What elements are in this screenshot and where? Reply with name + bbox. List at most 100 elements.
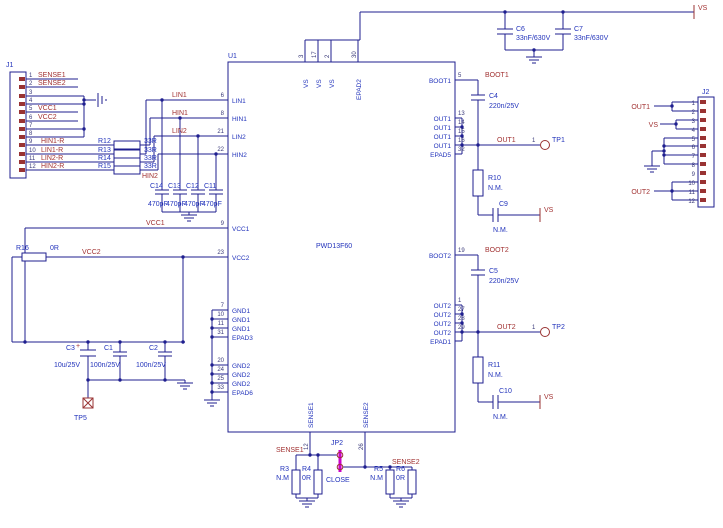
pin-number-hin1: 8 xyxy=(221,111,225,117)
value-c1: 100n/25V xyxy=(90,362,120,369)
pin-number-epad5: 32 xyxy=(458,147,465,153)
refdes-tp1: TP1 xyxy=(552,137,565,144)
net-label-vcc1-j1: VCC1 xyxy=(38,105,57,112)
j2-pin-2: 2 xyxy=(692,110,696,116)
pin-name-lin1: LIN1 xyxy=(232,98,246,105)
j1-pin-6: 6 xyxy=(29,115,33,121)
pin-name-gnd2-b: GND2 xyxy=(232,372,250,379)
net-label-sense2-j1: SENSE2 xyxy=(38,80,66,87)
pin-number-out1-c: 15 xyxy=(458,129,465,135)
tp5-pad xyxy=(82,397,94,409)
pin-name-out2-a: OUT2 xyxy=(434,303,452,310)
j1-pin-3: 3 xyxy=(29,90,33,96)
pin-name-sense2: SENSE2 xyxy=(363,402,370,428)
value-c14: 470pF xyxy=(148,201,168,208)
net-label-lin2r: LIN2-R xyxy=(41,155,63,162)
value-c12: 470pF xyxy=(184,201,204,208)
refdes-c14: C14 xyxy=(150,183,163,190)
pin-number-gnd2-b: 24 xyxy=(217,367,224,373)
refdes-r12: R12 xyxy=(98,138,111,145)
jp2-pad-1 xyxy=(336,451,344,459)
j1-pin-11: 11 xyxy=(29,156,36,162)
pin-name-gnd1-b: GND1 xyxy=(232,317,250,324)
pin-name-gnd1-a: GND1 xyxy=(232,308,250,315)
pin-name-gnd2-a: GND2 xyxy=(232,363,250,370)
pin-name-gnd2-c: GND2 xyxy=(232,381,250,388)
pin-name-epad1: EPAD1 xyxy=(430,339,451,346)
pin-name-out1-d: OUT1 xyxy=(434,143,452,150)
polarity-plus-c3: + xyxy=(76,343,80,350)
part-number-u1: PWD13F60 xyxy=(316,243,352,250)
ic-u1-body xyxy=(227,61,456,433)
pin-number-out2-b: 27 xyxy=(458,307,465,313)
pin-number-out2-d: 29 xyxy=(458,325,465,331)
refdes-r11: R11 xyxy=(488,362,500,369)
refdes-r3: R3 xyxy=(280,466,289,473)
ground-icon xyxy=(643,165,661,173)
pin-number-gnd2-c: 25 xyxy=(217,376,224,382)
refdes-r15: R15 xyxy=(98,163,111,170)
refdes-c1: C1 xyxy=(104,345,113,352)
j2-pin-11: 11 xyxy=(689,190,696,196)
j2-pin-4: 4 xyxy=(692,128,696,134)
pin-name-epad2: EPAD2 xyxy=(356,79,363,100)
tp2-pin-number: 1 xyxy=(532,325,536,331)
pin-number-gnd2-a: 20 xyxy=(217,358,224,364)
j2-pin-5: 5 xyxy=(692,137,696,143)
value-c13: 470pF xyxy=(166,201,186,208)
net-label-lin1: LIN1 xyxy=(172,92,187,99)
pin-name-vs-2: VS xyxy=(316,79,323,88)
ground-icon xyxy=(298,500,316,508)
refdes-c5: C5 xyxy=(489,268,498,275)
pin-name-sense1: SENSE1 xyxy=(308,402,315,428)
test-points xyxy=(82,140,550,409)
pin-number-out1-a: 13 xyxy=(458,111,465,117)
value-c5: 220n/25V xyxy=(489,278,519,285)
ground-icon xyxy=(392,500,410,508)
ground-icon xyxy=(203,399,221,407)
j2-pin-6: 6 xyxy=(692,145,696,151)
pin-name-hin1: HIN1 xyxy=(232,116,247,123)
pin-number-boot1: 5 xyxy=(458,73,462,79)
pin-number-out2-c: 28 xyxy=(458,316,465,322)
refdes-c3: C3 xyxy=(66,345,75,352)
net-label-out2: OUT2 xyxy=(497,324,516,331)
value-r3: N.M xyxy=(276,475,289,482)
net-label-vcc2-j1: VCC2 xyxy=(38,114,57,121)
pin-number-lin2: 21 xyxy=(217,129,224,135)
value-r6: 0R xyxy=(396,475,405,482)
pin-name-boot2: BOOT2 xyxy=(429,253,451,260)
pin-name-out2-c: OUT2 xyxy=(434,321,452,328)
value-r14: 33R xyxy=(144,155,157,162)
refdes-c2: C2 xyxy=(149,345,158,352)
pin-name-out1-a: OUT1 xyxy=(434,116,452,123)
pin-number-lin1: 6 xyxy=(221,93,225,99)
value-c9: N.M. xyxy=(493,227,508,234)
refdes-r10: R10 xyxy=(488,175,501,182)
tp1-pad xyxy=(540,140,550,150)
pin-number-vs-c: 2 xyxy=(325,54,331,58)
refdes-tp2: TP2 xyxy=(552,324,565,331)
pin-name-out2-b: OUT2 xyxy=(434,312,452,319)
j1-pin-10: 10 xyxy=(29,148,36,154)
refdes-r4: R4 xyxy=(302,466,311,473)
pin-name-out2-d: OUT2 xyxy=(434,330,452,337)
j2-pin-12: 12 xyxy=(688,199,695,205)
pin-number-vcc1: 9 xyxy=(221,221,225,227)
pin-name-vcc2: VCC2 xyxy=(232,255,250,262)
refdes-u1: U1 xyxy=(228,53,237,60)
pin-number-vcc2: 23 xyxy=(217,250,224,256)
connector-j2 xyxy=(697,96,715,208)
pin-number-gnd1-a: 7 xyxy=(221,303,225,309)
net-label-vcc2: VCC2 xyxy=(82,249,101,256)
pin-number-hin2: 22 xyxy=(217,147,224,153)
pin-number-vs-b: 17 xyxy=(312,51,318,58)
ground-icon xyxy=(180,214,198,222)
j1-pin-12: 12 xyxy=(29,164,36,170)
pin-name-epad5: EPAD5 xyxy=(430,152,451,159)
net-label-boot1: BOOT1 xyxy=(485,72,509,79)
net-label-hin2r: HIN2-R xyxy=(41,163,64,170)
net-label-lin1r: LIN1-R xyxy=(41,147,63,154)
net-label-vs-j2: VS xyxy=(649,122,659,129)
